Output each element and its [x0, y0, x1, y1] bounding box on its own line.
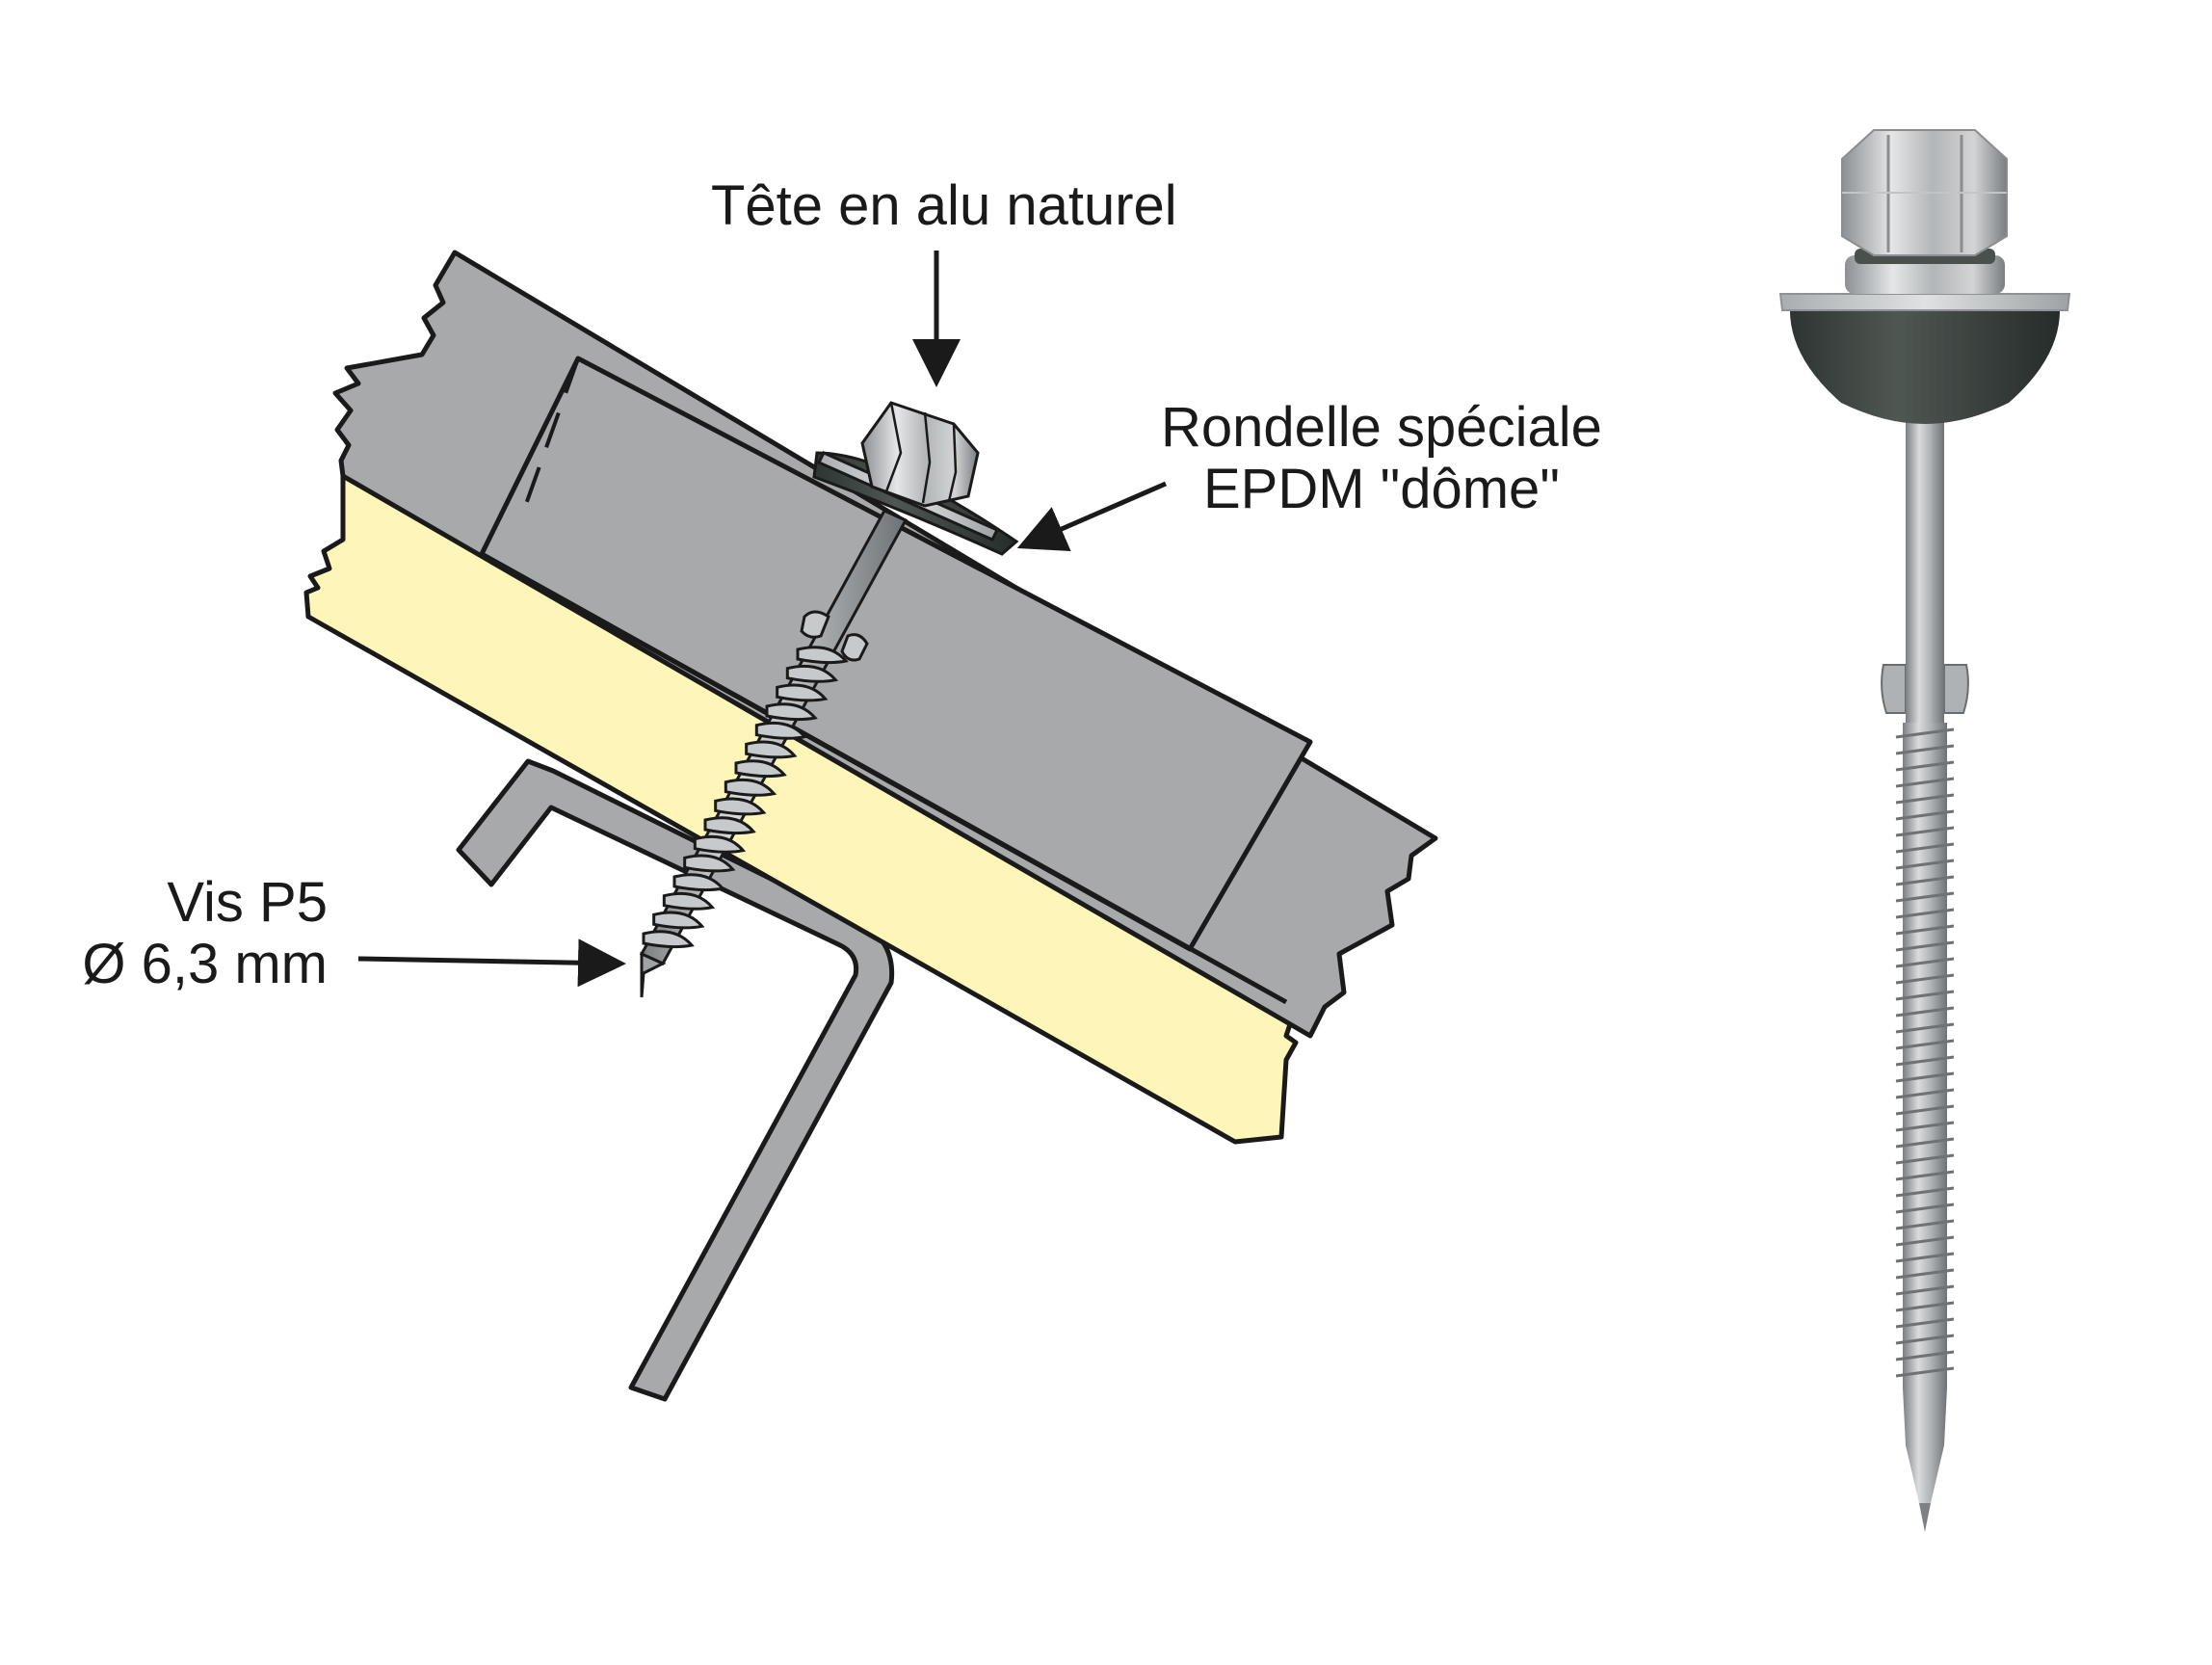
photo-screw-thread [1895, 1350, 1955, 1361]
photo-screw-thread [1895, 1252, 1955, 1263]
washer-label-line1: Rondelle spéciale [1161, 396, 1602, 459]
photo-screw-thread [1895, 859, 1955, 870]
photo-screw-thread [1895, 1121, 1955, 1132]
photo-screw-thread [1895, 1006, 1955, 1018]
photo-screw-thread [1895, 973, 1955, 985]
photo-screw-thread [1895, 1334, 1955, 1345]
photo-screw-thread [1895, 1186, 1955, 1198]
screw-thread [703, 816, 756, 835]
head-label-text: Tête en alu naturel [711, 174, 1177, 237]
screw-label: Vis P5 Ø 6,3 mm [58, 872, 328, 995]
photo-screw-thread [1895, 1137, 1955, 1149]
photo-screw-thread [1895, 744, 1955, 755]
photo-screw-thread [1895, 1235, 1955, 1247]
photo-screw-thread [1895, 1088, 1955, 1099]
photo-screw-thread [1895, 1055, 1955, 1067]
screw-thread [734, 759, 787, 779]
photo-screw-thread [1895, 1301, 1955, 1312]
washer-arrow [1016, 481, 1167, 551]
screw-thread [745, 740, 798, 759]
photo-screw-thread [1895, 1219, 1955, 1230]
insulation-layer [303, 473, 1299, 1145]
photo-screw-thread [1895, 760, 1955, 772]
photo-screw-thread [1895, 990, 1955, 1001]
photo-screw-thread [1895, 793, 1955, 805]
photo-screw-thread [1895, 826, 1955, 837]
screw-thread [672, 873, 725, 892]
screw-thread [754, 721, 808, 740]
screw-thread [724, 778, 777, 797]
photo-screw-thread [1895, 891, 1955, 903]
photo-screw-thread [1895, 940, 1955, 952]
photo-screw-thread [1895, 875, 1955, 886]
photo-screw-thread [1895, 908, 1955, 919]
screw-label-line1: Vis P5 [167, 871, 328, 934]
callout-arrows [357, 251, 1167, 988]
photo-screw-thread [1895, 1022, 1955, 1034]
photo-screw-thread [1895, 1104, 1955, 1116]
washer-label: Rondelle spéciale EPDM "dôme" [1161, 397, 1602, 520]
photo-screw-thread [1895, 1039, 1955, 1050]
screw-thread [765, 702, 818, 722]
screw-label-line2: Ø 6,3 mm [82, 933, 328, 995]
photo-screw-thread [1895, 1071, 1955, 1083]
photo-screw-thread [1895, 842, 1955, 854]
photo-screw-thread [1895, 1366, 1955, 1378]
photo-screw-thread [1895, 957, 1955, 968]
screw-thread [796, 646, 849, 665]
steel-roof-sheet [332, 250, 1438, 1039]
screw-thread [693, 834, 747, 854]
screw-thread [662, 891, 716, 911]
photo-screw-thread [1895, 777, 1955, 788]
photo-screw-thread [1895, 1317, 1955, 1329]
photo-screw-thread [1895, 727, 1955, 739]
photo-screw-thread [1895, 1153, 1955, 1165]
photo-screw-thread [1895, 1284, 1955, 1296]
screw-diagram [639, 401, 1019, 998]
photo-screw-thread [1895, 1268, 1955, 1280]
photo-screw-thread [1895, 1202, 1955, 1214]
screw-thread [714, 797, 767, 816]
screw-arrow [357, 938, 626, 988]
photo-screw-thread [1895, 809, 1955, 821]
screw-thread [785, 664, 839, 683]
washer-label-line2: EPDM "dôme" [1202, 458, 1560, 520]
screw-thread [642, 930, 695, 949]
photo-screw-thread [1895, 924, 1955, 936]
head-label: Tête en alu naturel [711, 175, 1177, 237]
screw-thread [776, 683, 829, 702]
screw-thread [683, 854, 736, 873]
photo-screw-thread [1895, 1170, 1955, 1181]
screw-product-photo [1778, 129, 2071, 1532]
screw-thread [652, 911, 705, 930]
